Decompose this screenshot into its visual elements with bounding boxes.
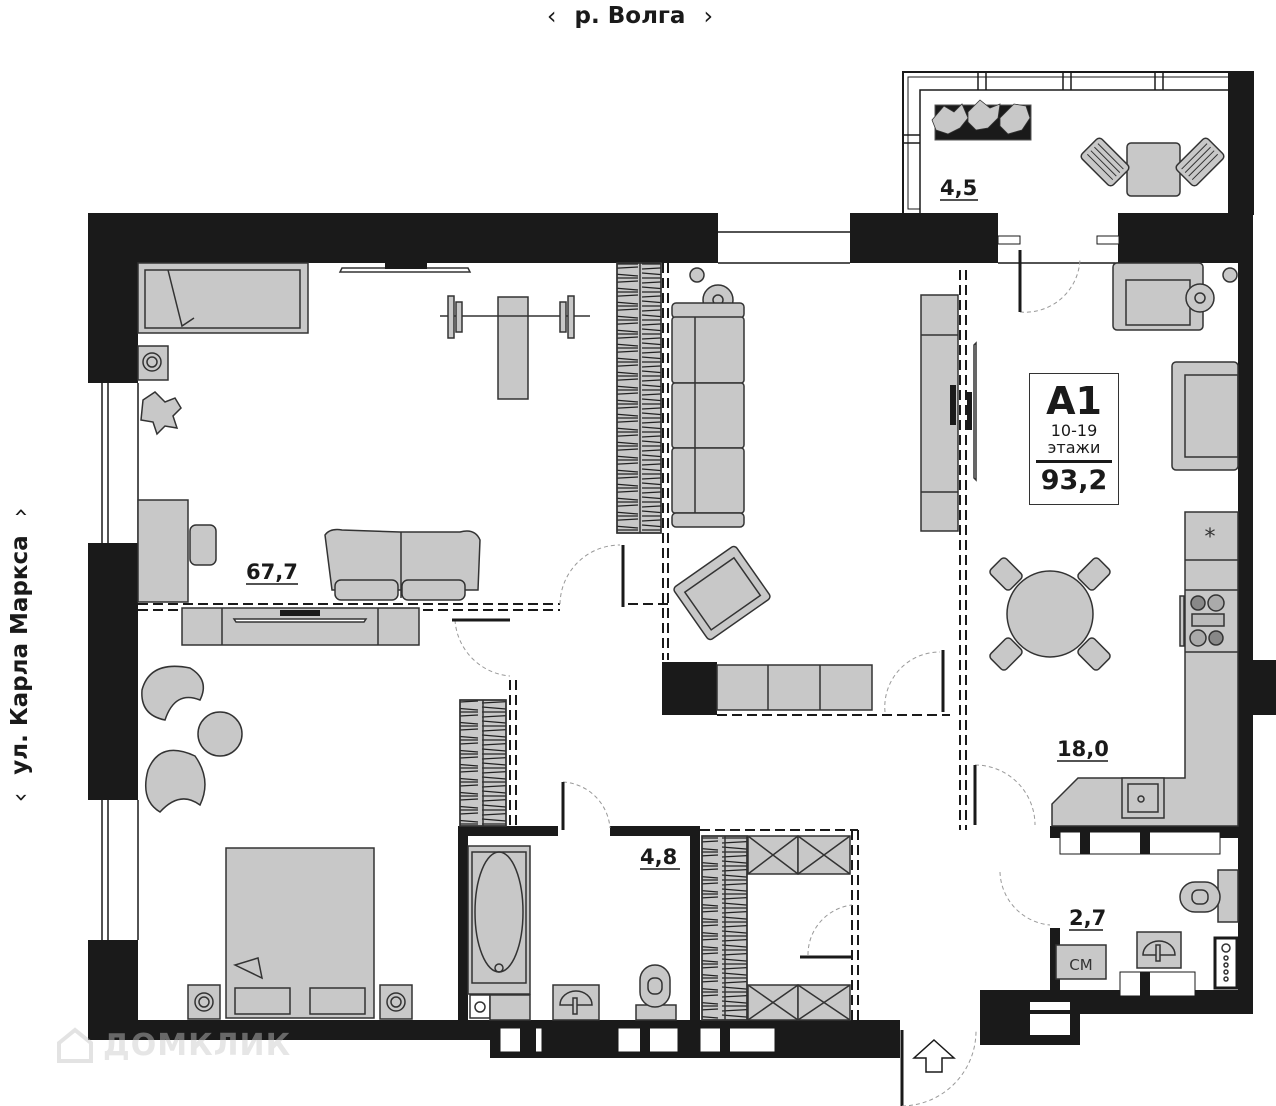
apartment-floors: 10-19 bbox=[1050, 421, 1098, 440]
room-area-bathroom: 4,8 bbox=[640, 845, 677, 869]
room-area-wc: 2,7 bbox=[1069, 906, 1106, 930]
kitchen-furniture: * bbox=[989, 262, 1239, 827]
furniture bbox=[137, 262, 590, 1020]
apartment-badge: А1 10-19 этажи 93,2 bbox=[1029, 373, 1119, 505]
apartment-code: А1 bbox=[1046, 379, 1102, 423]
living-furniture bbox=[671, 267, 977, 711]
apartment-total-area: 93,2 bbox=[1040, 465, 1108, 496]
house-logo-icon bbox=[57, 1027, 93, 1063]
walls bbox=[88, 213, 1276, 1058]
windows bbox=[88, 213, 1118, 940]
wc-fixtures: СМ bbox=[1055, 869, 1239, 990]
watermark-text: ДОМКЛИК bbox=[103, 1027, 292, 1063]
chevron-right-icon[interactable]: › bbox=[703, 2, 714, 30]
doors bbox=[452, 235, 1120, 1106]
loggia: 4,5 bbox=[902, 71, 1254, 215]
washing-machine-label: СМ bbox=[1069, 956, 1092, 974]
apartment-floors-label: этажи bbox=[1047, 438, 1101, 457]
domclick-watermark: ДОМКЛИК bbox=[55, 1025, 291, 1065]
entrance-arrow-icon bbox=[912, 1038, 956, 1073]
street-label-top: ‹ р. Волга › bbox=[530, 0, 730, 32]
bathroom-fixtures bbox=[467, 845, 677, 1021]
vent-ducts bbox=[499, 831, 1221, 1053]
chevron-left-icon[interactable]: ‹ bbox=[546, 2, 557, 30]
badge-divider bbox=[1036, 460, 1112, 463]
room-area-kitchen: 18,0 bbox=[1057, 737, 1109, 761]
wardrobes bbox=[459, 262, 851, 1021]
street-name-volga: р. Волга bbox=[574, 3, 686, 29]
room-area-living-bedroom: 67,7 bbox=[246, 560, 298, 584]
svg-text:*: * bbox=[1205, 525, 1216, 550]
room-area-loggia: 4,5 bbox=[940, 176, 977, 200]
